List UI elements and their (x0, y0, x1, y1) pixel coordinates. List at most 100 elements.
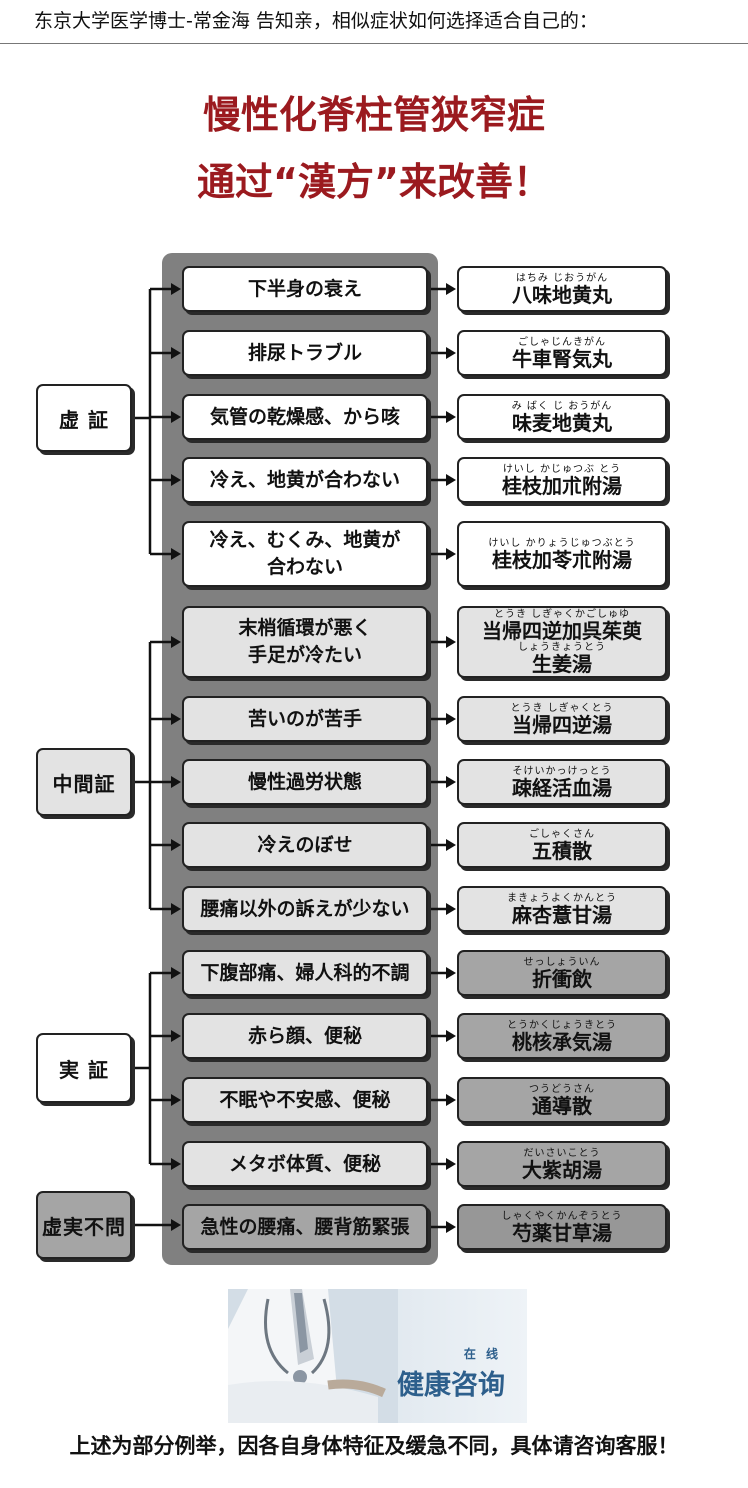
symptom-box: 苦いのが苦手 (182, 696, 428, 742)
formula-name: 折衝飲 (532, 966, 592, 991)
formula-reading: とうき しぎゃくとう (510, 702, 614, 714)
herbal-formula-box: とうき しぎゃくかごしゅゆ当帰四逆加呉茱萸しょうきょうとう生姜湯 (457, 606, 667, 678)
formula-reading: せっしょういん (523, 956, 601, 968)
formula-reading: そけいかっけっとう (512, 765, 612, 777)
symptom-text: 冷え、むくみ、地黄が (209, 529, 401, 551)
symptom-text: メタボ体質、便秘 (228, 1152, 381, 1175)
symptom-text: 手足が冷たい (247, 644, 362, 666)
category-label: 中間証 (52, 771, 116, 796)
category-label: 虚実不問 (42, 1214, 126, 1239)
symptom-text: 下腹部痛、婦人科的不調 (200, 961, 410, 984)
herbal-formula-box: とうかくじょうきとう桃核承気湯 (457, 1013, 667, 1059)
symptom-box: 気管の乾燥感、から咳 (182, 394, 428, 440)
formula-reading: とうき しぎゃくかごしゅゆ (494, 609, 630, 620)
symptom-box: 下腹部痛、婦人科的不調 (182, 950, 428, 996)
symptom-text: 合わない (266, 556, 343, 578)
consult-banner[interactable]: 在 线 健康咨询 (228, 1289, 527, 1423)
formula-name: 八味地黄丸 (512, 282, 612, 307)
symptom-text: 冷え、地黄が合わない (209, 468, 400, 491)
sub-title: 通过“漢方”来改善！ (197, 160, 551, 204)
symptom-box: 腰痛以外の訴えが少ない (182, 886, 428, 932)
formula-name: 桂枝加朮附湯 (502, 473, 622, 498)
arrow-head (446, 411, 456, 423)
herbal-formula-box: しゃくやくかんぞうとう芍薬甘草湯 (457, 1204, 667, 1250)
arrow-head (446, 1221, 456, 1233)
formula-name: 麻杏薏甘湯 (512, 902, 612, 927)
formula-name: 五積散 (532, 838, 592, 863)
symptom-text: 末梢循環が悪く (238, 617, 372, 639)
herbal-formula-box: そけいかっけっとう疎経活血湯 (457, 759, 667, 805)
symptom-text: 赤ら顔、便秘 (247, 1024, 362, 1047)
herbal-formula-box: み ばく じ おうがん味麦地黄丸 (457, 394, 667, 440)
symptom-box: 排尿トラブル (182, 330, 428, 376)
formula-reading: けいし かじゅつぶ とう (502, 463, 622, 475)
symptom-box: 急性の腰痛、腰背筋緊張 (182, 1204, 428, 1250)
formula-name: 当帰四逆加呉茱萸 (482, 619, 642, 643)
arrow-head (446, 1030, 456, 1042)
formula-name: 桂枝加苓朮附湯 (492, 547, 632, 572)
formula-reading: しょうきょうとう (518, 642, 606, 653)
formula-reading: み ばく じ おうがん (511, 400, 613, 412)
herbal-formula-box: だいさいことう大紫胡湯 (457, 1141, 667, 1187)
doctor-illustration (228, 1289, 398, 1423)
symptom-text: 急性の腰痛、腰背筋緊張 (200, 1215, 410, 1238)
symptom-box: メタボ体質、便秘 (182, 1141, 428, 1187)
arrow-head (446, 776, 456, 788)
arrow-head (446, 636, 456, 648)
symptom-text: 慢性過労状態 (247, 770, 362, 793)
symptom-text: 下半身の衰え (247, 277, 362, 300)
formula-reading: ごしゃくさん (529, 828, 595, 840)
formula-reading: まきょうよくかんとう (507, 892, 617, 904)
herbal-formula-box: とうき しぎゃくとう当帰四逆湯 (457, 696, 667, 742)
formula-name: 味麦地黄丸 (512, 410, 612, 435)
arrow-head (446, 903, 456, 915)
banner-online-label: 在 线 (463, 1347, 501, 1361)
herbal-formula-box: ごしゃくさん五積散 (457, 822, 667, 868)
formula-name: 疎経活血湯 (512, 775, 612, 800)
symptom-text: 排尿トラブル (247, 341, 362, 364)
symptom-box: 末梢循環が悪く手足が冷たい (182, 606, 428, 678)
formula-reading: だいさいことう (523, 1147, 601, 1159)
main-title: 慢性化脊柱管狭窄症 (202, 93, 545, 137)
symptom-box: 冷え、むくみ、地黄が合わない (182, 521, 428, 587)
formula-reading: けいし かりょうじゅつぶとう (488, 537, 636, 549)
symptom-box: 冷えのぼせ (182, 822, 428, 868)
symptom-text: 腰痛以外の訴えが少ない (200, 897, 410, 920)
symptom-text: 冷えのぼせ (257, 833, 353, 856)
formula-reading: つうどうさん (529, 1083, 595, 1095)
banner-consult-label: 健康咨询 (397, 1370, 505, 1401)
symptom-box: 冷え、地黄が合わない (182, 457, 428, 503)
herbal-formula-box: けいし かりょうじゅつぶとう桂枝加苓朮附湯 (457, 521, 667, 587)
arrow-head (446, 474, 456, 486)
arrow-head (446, 713, 456, 725)
formula-name: 大紫胡湯 (522, 1157, 602, 1182)
category-label: 実 証 (59, 1057, 109, 1082)
symptom-text: 気管の乾燥感、から咳 (209, 405, 400, 428)
formula-name: 芍薬甘草湯 (512, 1220, 612, 1245)
arrow-head (446, 967, 456, 979)
category-box: 実 証 (36, 1033, 132, 1103)
category-box: 虚 証 (36, 384, 132, 452)
category-box: 虚実不問 (36, 1191, 132, 1259)
formula-name: 通導散 (532, 1093, 592, 1118)
symptom-box: 慢性過労状態 (182, 759, 428, 805)
arrow-head (446, 283, 456, 295)
arrow-head (446, 548, 456, 560)
herbal-formula-box: まきょうよくかんとう麻杏薏甘湯 (457, 886, 667, 932)
arrow-head (446, 347, 456, 359)
page-header: 东京大学医学博士-常金海 告知亲，相似症状如何选择适合自己的： (0, 0, 748, 44)
herbal-formula-box: つうどうさん通導散 (457, 1077, 667, 1123)
arrow-head (446, 1094, 456, 1106)
herbal-formula-box: ごしゃじんきがん牛車腎気丸 (457, 330, 667, 376)
formula-reading: はちみ じおうがん (515, 272, 609, 284)
formula-reading: とうかくじょうきとう (507, 1019, 617, 1031)
formula-name: 生姜湯 (532, 652, 592, 676)
footer-note: 上述为部分例举，因各自身体特征及缓急不同，具体请咨询客服！ (69, 1433, 679, 1458)
formula-name: 当帰四逆湯 (512, 712, 612, 737)
symptom-box: 不眠や不安感、便秘 (182, 1077, 428, 1123)
arrow-head (446, 839, 456, 851)
arrow-head (446, 1158, 456, 1170)
category-label: 虚 証 (59, 407, 109, 432)
herbal-formula-box: せっしょういん折衝飲 (457, 950, 667, 996)
symptom-text: 不眠や不安感、便秘 (219, 1088, 391, 1111)
